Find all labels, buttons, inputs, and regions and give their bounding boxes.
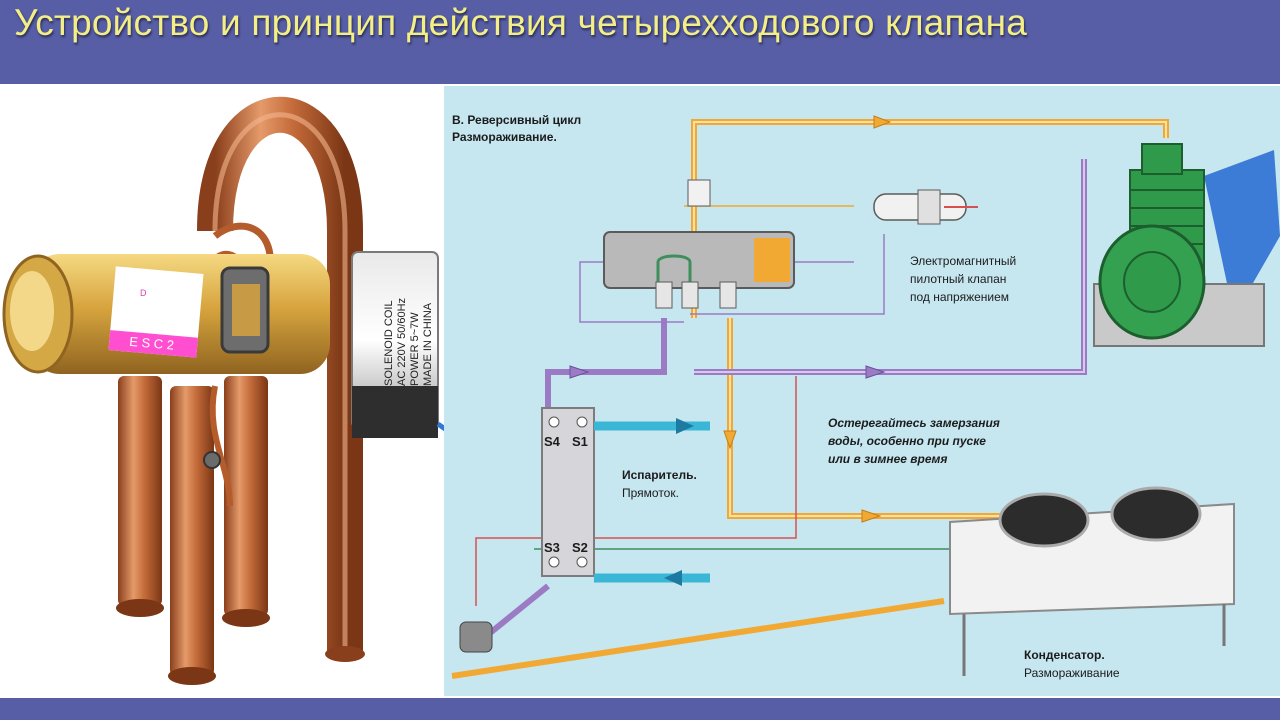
reverse-cycle-diagram: В. Реверсивный цикл Размораживание. Элек… xyxy=(444,86,1280,696)
port-s2: S2 xyxy=(572,540,588,555)
port-s1: S1 xyxy=(572,434,588,449)
svg-text:SOLENOID COIL AC 220V 50: SOLENOID COIL AC 220V 50/60Hz POWER 5~7W… xyxy=(383,295,434,386)
condenser-title: Конденсатор. xyxy=(1024,648,1105,662)
coil-text-1: SOLENOID COIL xyxy=(383,301,395,386)
port-s3: S3 xyxy=(544,540,560,555)
pilot-solenoid-valve xyxy=(873,189,978,225)
compressor xyxy=(1093,143,1280,347)
title-bar: Устройство и принцип действия четырехход… xyxy=(0,0,1280,84)
condenser-subtitle: Размораживание xyxy=(1024,666,1120,680)
evaporator-subtitle: Прямоток. xyxy=(622,486,679,500)
pilot-valve-label: Электромагнитный пилотный клапан под нап… xyxy=(910,254,1017,304)
page-title: Устройство и принцип действия четырехход… xyxy=(14,2,1027,43)
condenser xyxy=(949,486,1235,676)
port-s4: S4 xyxy=(544,434,560,449)
evaporator-title: Испаритель. xyxy=(622,468,697,482)
coil-text-3: POWER 5~7W xyxy=(409,312,421,386)
solenoid-coil: SOLENOID COIL AC 220V 50/60Hz POWER 5~7W… xyxy=(351,251,448,438)
four-way-valve-photo: D E S C 2 SOLENOID COIL AC 220V 50/60Hz … xyxy=(2,97,448,685)
sticker-label-ports: E S C 2 xyxy=(129,334,175,353)
freeze-warning-label: Остерегайтесь замерзания воды, особенно … xyxy=(828,416,1000,466)
evaporator-plate-heat-exchanger xyxy=(541,407,595,577)
diagram-title: В. Реверсивный цикл Размораживание. xyxy=(452,113,582,144)
coil-text-4: MADE IN CHINA xyxy=(422,302,434,386)
coil-text-2: AC 220V 50/60Hz xyxy=(396,298,408,386)
bottom-bar xyxy=(0,698,1280,720)
four-way-valve-schematic xyxy=(603,179,795,309)
sticker-label-d: D xyxy=(140,288,147,298)
water-lines xyxy=(594,421,710,583)
